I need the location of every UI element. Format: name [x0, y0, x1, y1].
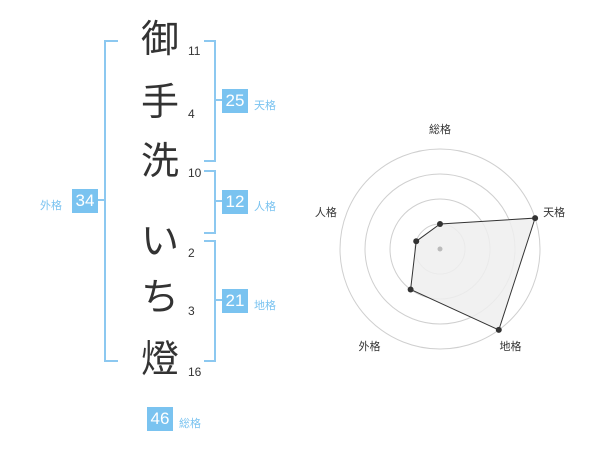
tenkaku-bracket-tick: [214, 99, 222, 101]
stroke-count-5: 3: [188, 304, 195, 318]
jinkaku-badge: 12: [222, 190, 248, 214]
gaikaku-label: 外格: [40, 199, 62, 212]
soukaku-badge: 46: [147, 407, 173, 431]
jinkaku-bracket: [204, 170, 216, 234]
jinkaku-label: 人格: [254, 200, 276, 213]
name-char-2: 手: [140, 80, 179, 124]
gaikaku-badge: 34: [72, 189, 98, 213]
radar-center: [437, 246, 443, 252]
tenkaku-bracket: [204, 40, 216, 162]
stroke-count-1: 11: [188, 44, 201, 58]
chikaku-bracket-tick: [214, 299, 222, 301]
radar-area: [410, 217, 536, 331]
chikaku-bracket: [204, 240, 216, 362]
stroke-count-6: 16: [188, 365, 202, 379]
radar-point: [532, 215, 539, 222]
chikaku-label: 地格: [254, 299, 276, 312]
gaikaku-bracket: [104, 40, 118, 362]
radar-axis-label: 地格: [500, 339, 522, 353]
name-char-5: ち: [140, 275, 179, 319]
jinkaku-bracket-tick: [214, 200, 222, 202]
radar-axis-label: 天格: [543, 205, 565, 219]
stroke-count-4: 2: [188, 246, 195, 260]
radar-axis-label: 外格: [358, 339, 380, 353]
radar-ring: [339, 148, 541, 350]
name-char-3: 洗: [140, 139, 179, 183]
soukaku-label: 総格: [179, 417, 201, 430]
chikaku-badge: 21: [222, 289, 248, 313]
stroke-count-3: 10: [188, 166, 202, 180]
radar-axis-label: 総格: [429, 122, 451, 136]
radar-point: [407, 286, 414, 293]
radar-axis-label: 人格: [315, 205, 337, 219]
radar-point: [413, 238, 420, 245]
name-char-6: 燈: [140, 337, 179, 381]
radar-point: [437, 221, 443, 227]
radar-point: [495, 326, 502, 333]
tenkaku-label: 天格: [254, 99, 276, 112]
tenkaku-badge: 25: [222, 89, 248, 113]
name-char-1: 御: [140, 17, 179, 61]
gaikaku-bracket-tick: [96, 199, 106, 201]
stroke-count-2: 4: [188, 107, 195, 121]
name-char-4: い: [140, 219, 179, 263]
